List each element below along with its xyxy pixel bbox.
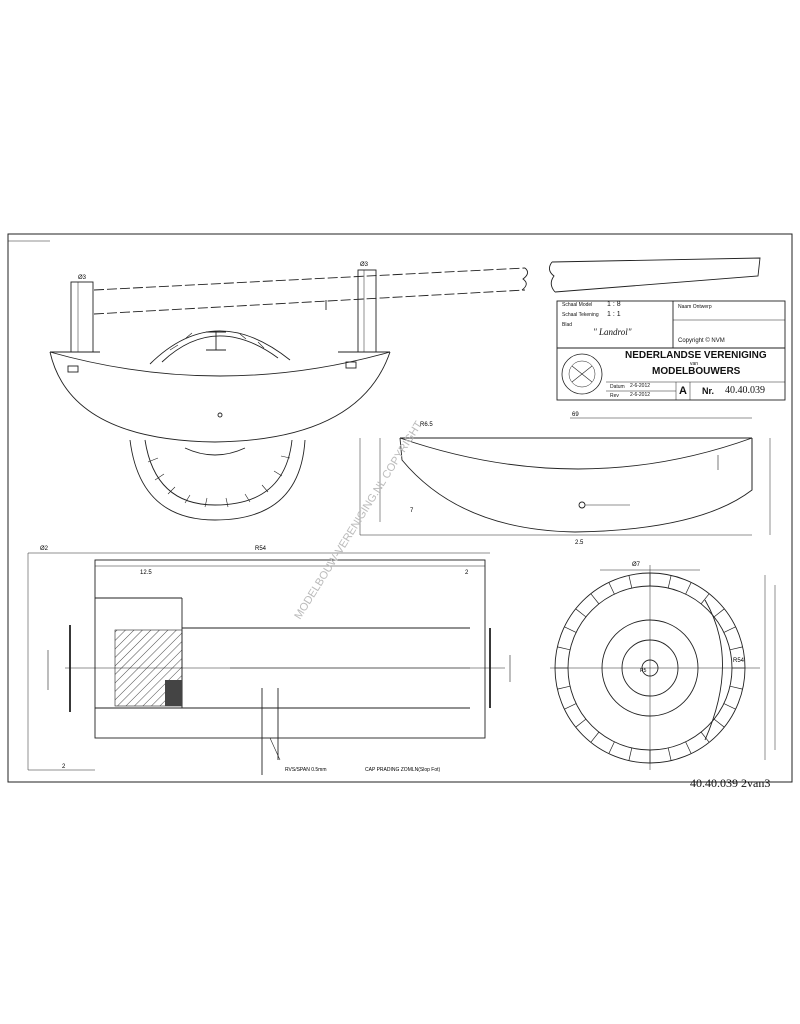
copyright: Copyright © NVM [678,338,725,344]
wheel-segment-line [667,575,672,589]
dim-text: Ø3 [78,275,87,281]
wheel-segment-line [685,741,692,754]
wheel-segment-line [557,646,571,651]
label-rev: Rev [610,393,619,399]
dim-text: 7 [410,508,414,514]
wheel-segment-line [564,703,577,710]
wheel-segment-line [628,747,633,761]
wheel-segment-line [575,608,587,618]
label-schaal-model: Schaal Model [562,302,593,308]
org-name-line1: NEDERLANDSE VERENIGING [625,350,767,361]
dim-text: 12.5 [140,570,152,576]
label-schaal-tekening: Schaal Tekening [562,312,599,318]
value-schaal-model: 1 : 8 [607,301,621,308]
wheel-segment-line [667,747,672,761]
wheel-segments-side [147,332,291,508]
sheet-id: 40.40.039 2van3 [690,776,771,790]
wheel-segment-line [723,626,736,633]
wheel-segment-line [700,593,710,605]
dim-text: 69 [572,412,579,418]
plan-view-roller [27,552,511,775]
note-text: RVS/SPAN 0.5mm [285,767,327,773]
dim-text: 2 [62,764,66,770]
wheel-segment-line [608,741,615,754]
wheel-front-view [550,565,776,770]
value-datum: 2-6-2012 [630,383,651,389]
wheel-segment-line [628,575,633,589]
wheel-segment-line [590,731,600,743]
wheel-segment-line [723,703,736,710]
sheet-format: A [679,385,687,397]
label-naam-ontwerp: Naam Ontwerp [678,304,712,310]
title-block [556,300,786,401]
value-schaal-tekening: 1 : 1 [607,311,621,318]
wheel-segment-line [700,731,710,743]
wheel-segment-line [729,646,743,651]
dim-text: R54 [255,546,267,552]
wheel-segment-line [564,626,577,633]
value-rev: 2-6-2012 [630,392,651,398]
sheet-frame [7,233,793,783]
wheel-segment-line [713,718,725,728]
note-text: CAP PRADING ZOMLN(Slop Fot) [365,767,441,773]
wheel-segment-line [685,582,692,595]
number-label: Nr. [702,386,715,396]
watermark: MODELBOUW-VERENIGING.NL COPYRIGHT [292,419,425,622]
dim-text: Ø7 [632,562,641,568]
side-view-roller [49,257,761,521]
wheel-segment-line [575,718,587,728]
label-datum: Datum [610,384,625,390]
org-van: van [690,361,699,367]
dim-text: 2.5 [575,540,584,546]
body-detail-view [359,417,771,536]
dark-section [165,680,182,706]
wheel-segment-line [713,608,725,618]
wheel-segment-line [608,582,615,595]
wheel-segments-front [555,573,745,763]
wheel-segment-line [729,685,743,690]
org-name-line2: MODELBOUWERS [652,366,741,377]
drawing-number: 40.40.039 [725,385,765,396]
wheel-segment-line [557,685,571,690]
dim-text: 2 [465,570,469,576]
dim-text: Ø2 [40,546,49,552]
wheel-segment-line [590,593,600,605]
dim-text: R5 [640,668,647,674]
label-blad: Blad [562,322,573,328]
dim-text: R54 [733,658,745,664]
model-name: " Landrol" [593,327,632,337]
dim-text: Ø3 [360,262,369,268]
dim-text: R6.5 [420,422,433,428]
